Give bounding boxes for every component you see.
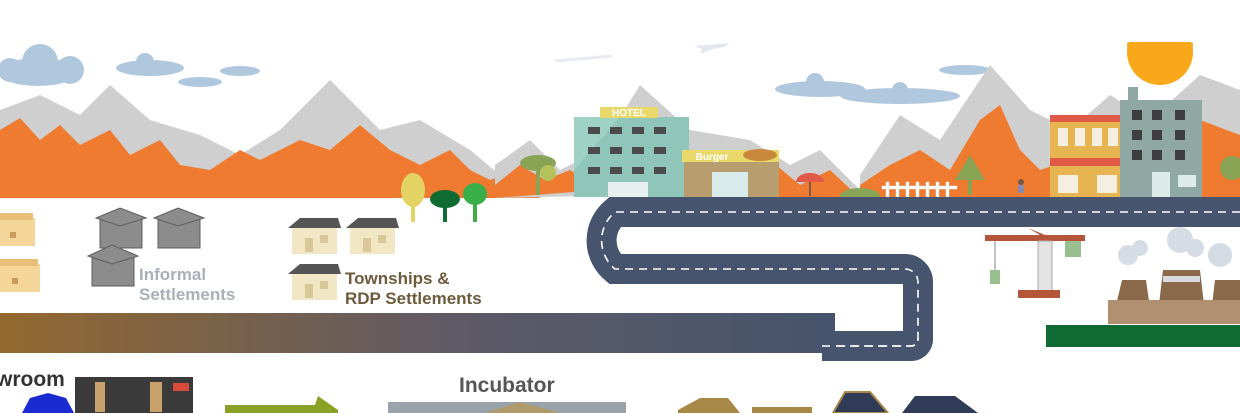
adobe-houses [0, 213, 40, 292]
trees [401, 155, 1240, 222]
burger-sign: Burger [696, 152, 729, 163]
winding-road [586, 197, 1240, 361]
construction-crane [985, 228, 1085, 298]
bottom-row-items [22, 377, 978, 413]
fence [881, 181, 958, 198]
office-building [1120, 87, 1202, 198]
townships-label: Townships & RDP Settlements [345, 269, 482, 308]
showroom-label: wroom [0, 368, 65, 391]
clouds [0, 44, 1240, 112]
informal-label-line1: Informal [139, 265, 207, 284]
hotel-building: HOTEL [574, 107, 689, 197]
informal-shacks [86, 207, 206, 287]
contrail [554, 54, 613, 63]
burger-shop: Burger [682, 149, 779, 197]
townships-label-line2: RDP Settlements [345, 288, 482, 308]
plane-icon [694, 43, 730, 54]
transition-band [0, 313, 835, 353]
arrow-icon [225, 396, 338, 413]
rdp-houses [288, 218, 399, 300]
umbrella-table [796, 173, 824, 196]
incubator-label: Incubator [459, 374, 555, 397]
townships-label-line1: Townships & [345, 269, 450, 288]
person [1018, 179, 1024, 193]
mountains-left [0, 80, 540, 198]
shopfront-building [1050, 115, 1125, 198]
informal-label-line2: Settlements [139, 284, 236, 304]
factory-cooling-towers [1046, 227, 1240, 347]
informal-settlements-label: Informal Settlements [139, 265, 235, 304]
blue-house-icon [22, 393, 74, 413]
hotel-sign: HOTEL [612, 108, 646, 119]
